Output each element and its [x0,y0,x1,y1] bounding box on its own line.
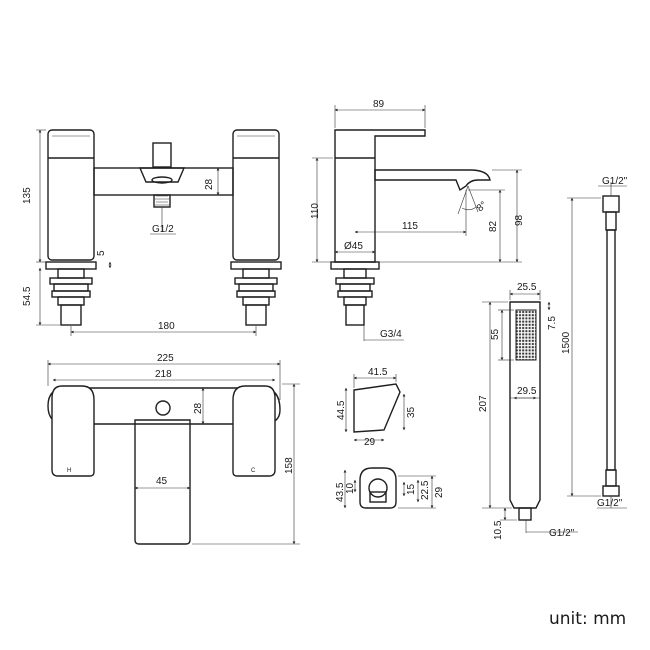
dim-body-dia-45: Ø45 [344,241,363,252]
dim-height-110: 110 [310,203,321,219]
dim-holder-41-5: 41.5 [368,367,388,378]
dim-overall-98: 98 [514,214,525,226]
dim-handset-29-5: 29.5 [517,386,537,397]
label-hose-bottom-thread: G1/2" [597,498,623,509]
shower-hose: G1/2" 1500 G1/2" [561,176,628,509]
dim-holder-29: 29 [364,437,376,448]
top-handle-cold [232,385,276,477]
dim-width-225: 225 [157,353,174,364]
label-angle-8: 8° [475,200,489,215]
holder-front-view: 43.5 10 15 22.5 29 [335,467,445,509]
dim-spout-82: 82 [488,220,499,232]
dim-width-218: 218 [155,369,172,380]
dim-handset-207: 207 [478,395,489,412]
dim-reach-115: 115 [402,221,418,232]
dim-spout-width-45: 45 [156,476,168,487]
side-spout [374,169,491,192]
right-pillar [230,129,282,326]
dim-holder-43-5: 43.5 [335,482,346,502]
dim-handset-7-5: 7.5 [547,316,558,330]
top-spout [134,419,191,545]
dim-holder-29-front: 29 [434,486,445,498]
hand-shower: 25.5 7.5 55 207 29.5 10.5 G1/2" [478,282,578,540]
dim-depth-158: 158 [284,457,295,474]
dim-spout-28: 28 [204,178,215,190]
cold-mark: C [251,468,256,474]
diverter-knob [138,142,186,208]
dim-handset-10-5: 10.5 [493,520,504,540]
dim-handset-55: 55 [490,328,501,340]
bath-filler-top-view: H C 225 218 28 158 45 [47,353,300,545]
dim-depth-89: 89 [373,99,385,110]
holder-side-view: 41.5 44.5 35 29 [336,367,417,448]
dim-holder-44-5: 44.5 [336,400,347,420]
top-handle-hot [51,385,95,477]
dim-height-135: 135 [22,187,33,204]
left-pillar [45,129,97,326]
dim-holder-10: 10 [345,482,356,494]
dim-holder-22-5: 22.5 [420,480,431,500]
label-hose-top-thread: G1/2" [602,176,628,187]
bath-filler-front-view: 135 54.5 28 5 G1/2 180 [22,129,282,336]
dim-thread-5: 5 [96,250,107,256]
spray-face [515,309,537,361]
dim-centres-180: 180 [158,321,175,332]
unit-label: unit: mm [549,609,626,629]
dim-handset-25-5: 25.5 [517,282,537,293]
dim-holder-15: 15 [406,483,417,495]
bath-filler-side-view: 89 110 115 82 98 8° Ø45 G3/4 [310,99,525,341]
dim-holder-35: 35 [406,406,417,418]
label-inlet-g34: G3/4 [380,329,402,340]
dim-hose-1500: 1500 [561,331,572,354]
dim-base-54-5: 54.5 [22,286,33,306]
dim-spout-28-top: 28 [193,402,204,414]
label-outlet-g12: G1/2 [152,224,174,235]
label-handset-g12: G1/2" [549,528,575,539]
hot-mark: H [67,468,71,474]
